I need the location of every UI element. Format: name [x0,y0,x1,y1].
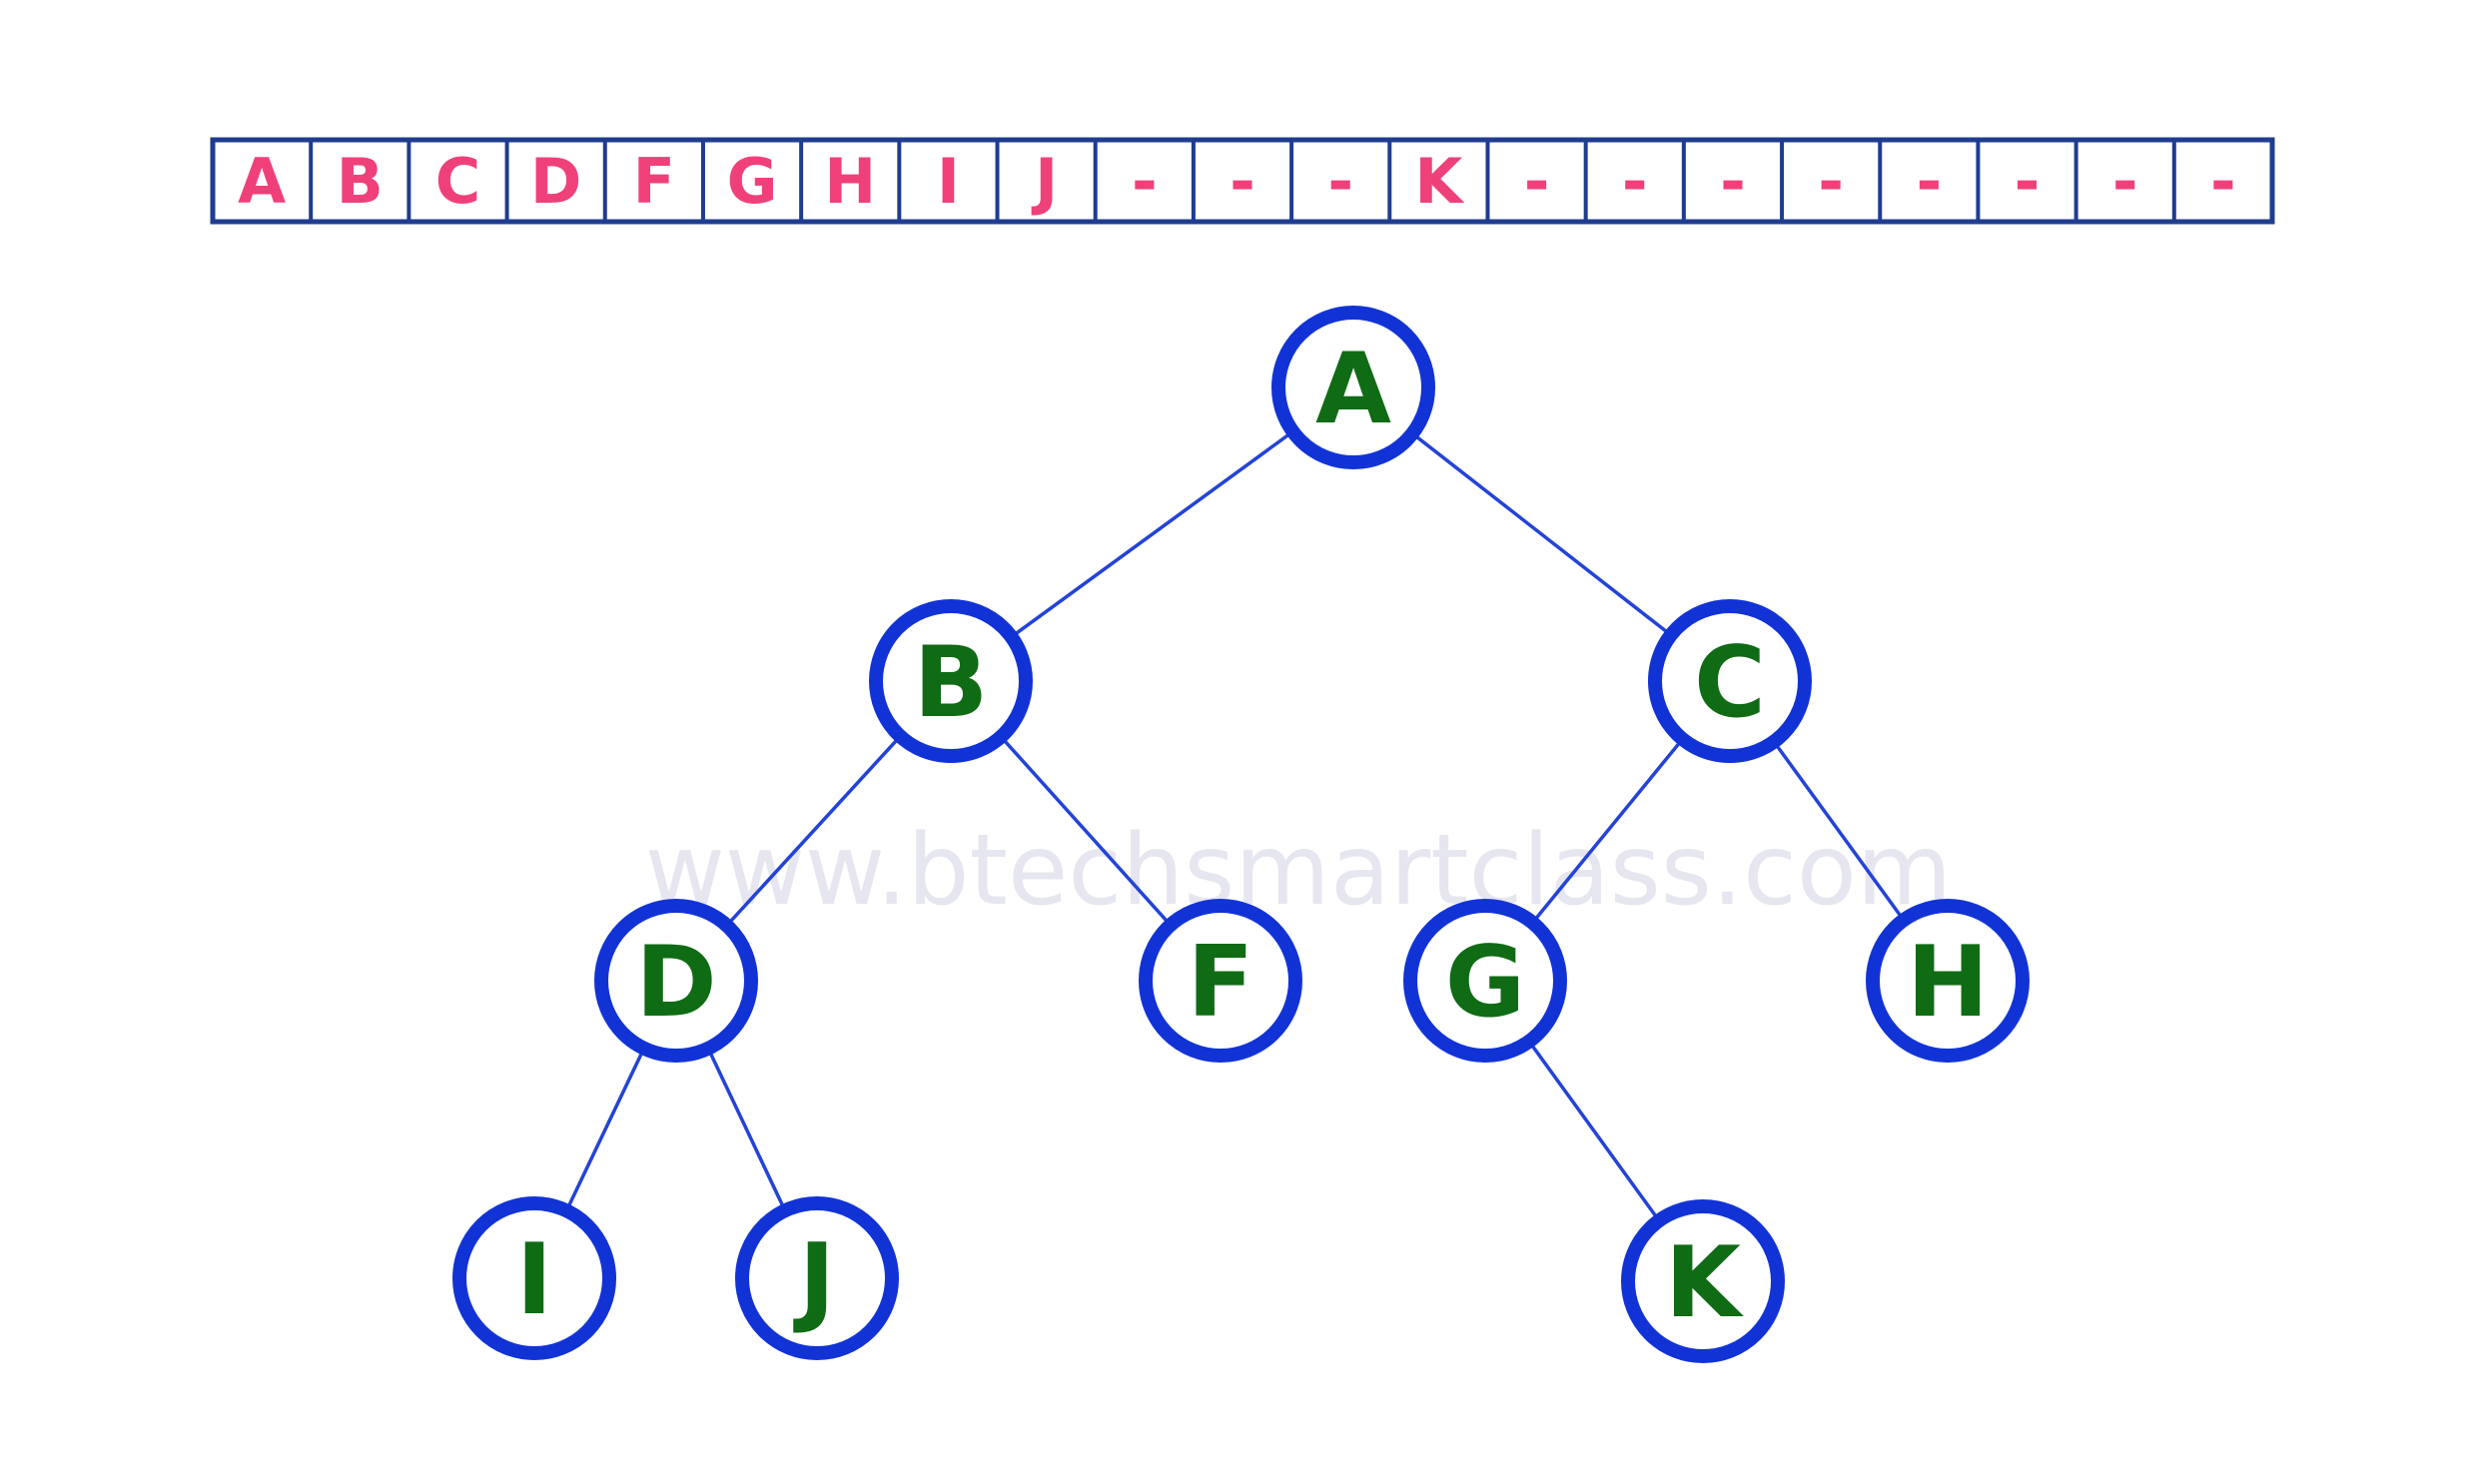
tree-node-label: I [516,1223,552,1337]
tree-node-circle [1139,899,1302,1063]
tree-node-circle [1403,899,1567,1063]
array-cell: A [238,145,286,218]
array-cell-label: - [2112,145,2138,218]
tree-node-j: J [735,1196,899,1360]
tree-node-c: C [1648,599,1812,763]
tree-nodes: A B C D F G H I J K [452,306,2030,1363]
tree-node-label: D [635,926,716,1040]
array-cell: - [1878,140,1942,222]
tree-node-circle [1621,1199,1785,1363]
tree-node-label: C [1694,626,1766,740]
tree-node-label: F [1188,926,1254,1040]
array-cell-label: - [1230,145,1255,218]
array-cell: - [1289,140,1353,222]
array-cell-label: - [1327,145,1353,218]
array-cell-label: I [937,145,960,218]
array-cell: - [1681,140,1746,222]
tree-node-circle [1648,599,1812,763]
tree-node-h: H [1866,899,2030,1063]
array-cell: - [1191,140,1255,222]
tree-node-circle [452,1196,616,1360]
array-cell: - [1976,140,2041,222]
array-cell-label: - [1818,145,1844,218]
array-cell-label: - [2015,145,2041,218]
array-cell: B [309,140,384,222]
array-cell: F [602,140,675,222]
array-cell: G [700,140,778,222]
array-cell: J [995,140,1058,222]
tree-node-label: K [1665,1226,1744,1340]
tree-edge-a-b [949,385,1355,683]
array-cell-label: K [1414,145,1464,218]
tree-node-b: B [869,599,1033,763]
array-cell-label: B [337,145,384,218]
watermark-text: www.btechsmartclass.com [645,814,1953,928]
tree-node-a: A [1271,306,1435,469]
array-cell: D [504,140,581,222]
array-cell-label: F [633,145,675,218]
array-cell-label: - [1916,145,1942,218]
tree-node-circle [594,899,758,1063]
array-cell: - [1780,140,1844,222]
tree-node-f: F [1139,899,1302,1063]
array-cell: - [1485,140,1550,222]
tree-node-g: G [1403,899,1567,1063]
array-cell-label: A [238,145,286,218]
array-cell-label: - [1132,145,1158,218]
array-cell-label: D [530,145,581,218]
array-cell-label: C [435,145,481,218]
array-cell: - [1583,140,1648,222]
array-cell-label: G [727,145,778,218]
tree-node-d: D [594,899,758,1063]
array-cell-label: J [1031,145,1058,218]
tree-node-k: K [1621,1199,1785,1363]
array-cell-label: - [1720,145,1746,218]
tree-node-label: G [1445,926,1525,1040]
tree-node-circle [869,599,1033,763]
tree-node-label: B [914,626,989,740]
tree-node-circle [1271,306,1435,469]
array-cell: H [799,140,876,222]
array-cell-label: H [824,145,876,218]
array-cell: - [2073,140,2138,222]
array-cell: K [1387,140,1464,222]
array-cell-label: - [1622,145,1648,218]
array-cell: C [407,140,481,222]
tree-node-circle [1866,899,2030,1063]
array-cell: - [2171,140,2236,222]
array-cell: I [897,140,960,222]
tree-node-label: H [1907,926,1989,1040]
tree-node-label: A [1315,333,1391,446]
array-cell-label: - [1524,145,1550,218]
tree-node-label: J [793,1223,835,1337]
tree-node-circle [735,1196,899,1360]
array-outline [210,137,2275,225]
array-cell: - [1093,140,1158,222]
array-cell-label: - [2210,145,2236,218]
tree-node-i: I [452,1196,616,1360]
